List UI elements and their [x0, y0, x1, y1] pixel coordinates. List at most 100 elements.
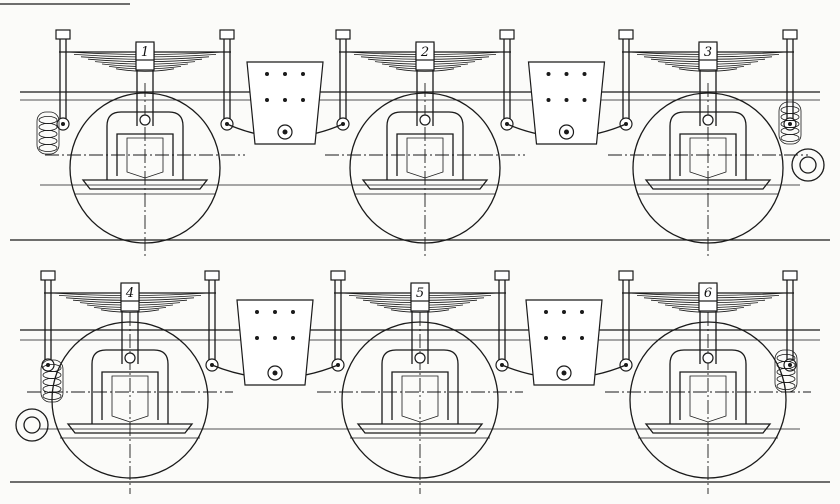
equalizer-4-5	[211, 299, 339, 386]
rivet	[582, 98, 587, 102]
axle-5-assembly: 5	[317, 270, 523, 494]
hanger-nut	[782, 29, 798, 40]
rivet	[580, 310, 584, 314]
axle-box-body	[396, 133, 454, 176]
axle-box-body	[101, 371, 159, 420]
axle-3-assembly: 3	[608, 29, 808, 259]
rivet	[255, 310, 259, 314]
coil-spring	[778, 101, 802, 145]
pivot-center	[272, 370, 278, 376]
buffer-disc	[799, 156, 817, 174]
equalizer-bracket	[527, 61, 606, 145]
cellar-plate	[361, 179, 489, 190]
frame-row-1	[10, 91, 830, 241]
axle-4-assembly: 4	[27, 270, 233, 494]
axle-number-label: 4	[125, 286, 134, 301]
cellar-plate	[356, 423, 484, 434]
axle-journal	[401, 375, 439, 423]
hanger-nut	[204, 270, 220, 281]
equalizer-1-2	[226, 61, 344, 145]
axle-journal	[111, 375, 149, 423]
pivot-center	[282, 129, 288, 135]
hanger-nut	[219, 29, 235, 40]
buckle-strap	[699, 70, 717, 126]
spring-housing	[778, 101, 802, 145]
pivot-center	[564, 129, 569, 135]
box-bolt	[414, 352, 426, 364]
spring-hanger	[494, 270, 510, 372]
hanger-nut	[782, 270, 798, 281]
buckle-strap	[416, 70, 434, 126]
hanger-nut	[40, 270, 56, 281]
axle-tag-box	[415, 41, 435, 61]
spring-hanger	[55, 29, 71, 131]
axle-tag-box	[410, 282, 430, 302]
axle-number-tag: 6	[698, 282, 718, 302]
cellar-plate	[66, 423, 194, 434]
axle-guide	[106, 111, 184, 180]
axle-number-label: 6	[704, 286, 712, 301]
cellar-plate	[81, 179, 209, 190]
hanger-nut	[494, 270, 510, 281]
buckle-strap	[411, 311, 429, 364]
axle-tag-box	[135, 41, 155, 61]
axle-number-tag: 3	[698, 41, 718, 61]
coil-turn	[38, 129, 58, 138]
axle-1-assembly: 1	[45, 29, 245, 259]
rivet	[255, 336, 259, 340]
coil-spring	[40, 359, 64, 403]
axle-journal	[689, 375, 727, 423]
coil-turn	[780, 106, 800, 115]
pin-center	[788, 122, 792, 126]
coil-turn	[42, 377, 62, 386]
rivet	[301, 98, 305, 102]
axle-box	[60, 284, 200, 439]
spring-hanger	[618, 270, 634, 372]
pivot-center	[561, 370, 567, 376]
axle-journal	[689, 137, 727, 179]
rivet	[265, 72, 269, 76]
spring-hanger	[499, 29, 515, 131]
axle-6-assembly: 6	[605, 270, 811, 494]
spring-hanger	[219, 29, 235, 131]
coil-turn	[776, 381, 796, 390]
rivet	[283, 72, 287, 76]
rivet	[562, 336, 566, 340]
coil-turn	[38, 136, 58, 145]
spring-leaf	[395, 68, 455, 72]
spring-hanger	[330, 270, 346, 372]
spring-leaf	[115, 68, 175, 72]
buckle-strap	[136, 70, 154, 126]
axle-number-label: 5	[416, 286, 424, 301]
axle-tag-box	[698, 282, 718, 302]
coil-turn	[38, 116, 58, 125]
spring-hanger	[618, 29, 634, 131]
axle-box	[638, 284, 778, 439]
rivet	[544, 336, 548, 340]
box-bolt	[702, 352, 714, 364]
equalizer-5-6	[501, 299, 627, 386]
box-bolt	[124, 352, 136, 364]
spring-hanger	[782, 29, 798, 131]
hanger-nut	[618, 29, 634, 40]
buffer-ring	[791, 148, 825, 182]
buckle-strap	[121, 311, 139, 364]
spring-hanger	[782, 270, 798, 372]
buffer-ring	[15, 408, 49, 442]
spring-hanger	[40, 270, 56, 372]
coil-turn	[42, 370, 62, 379]
rivet	[273, 336, 277, 340]
equalizer-bracket	[525, 299, 603, 386]
axle-box-body	[391, 371, 449, 420]
spring-leaf	[678, 309, 738, 313]
axle-2-assembly: 2	[325, 29, 525, 259]
rivet	[544, 310, 548, 314]
rivet	[562, 310, 566, 314]
rivet	[283, 98, 287, 102]
axle-tag-box	[698, 41, 718, 61]
coil-turn	[38, 123, 58, 132]
buffer-left-bottom	[15, 408, 49, 442]
coil-turn	[776, 374, 796, 383]
